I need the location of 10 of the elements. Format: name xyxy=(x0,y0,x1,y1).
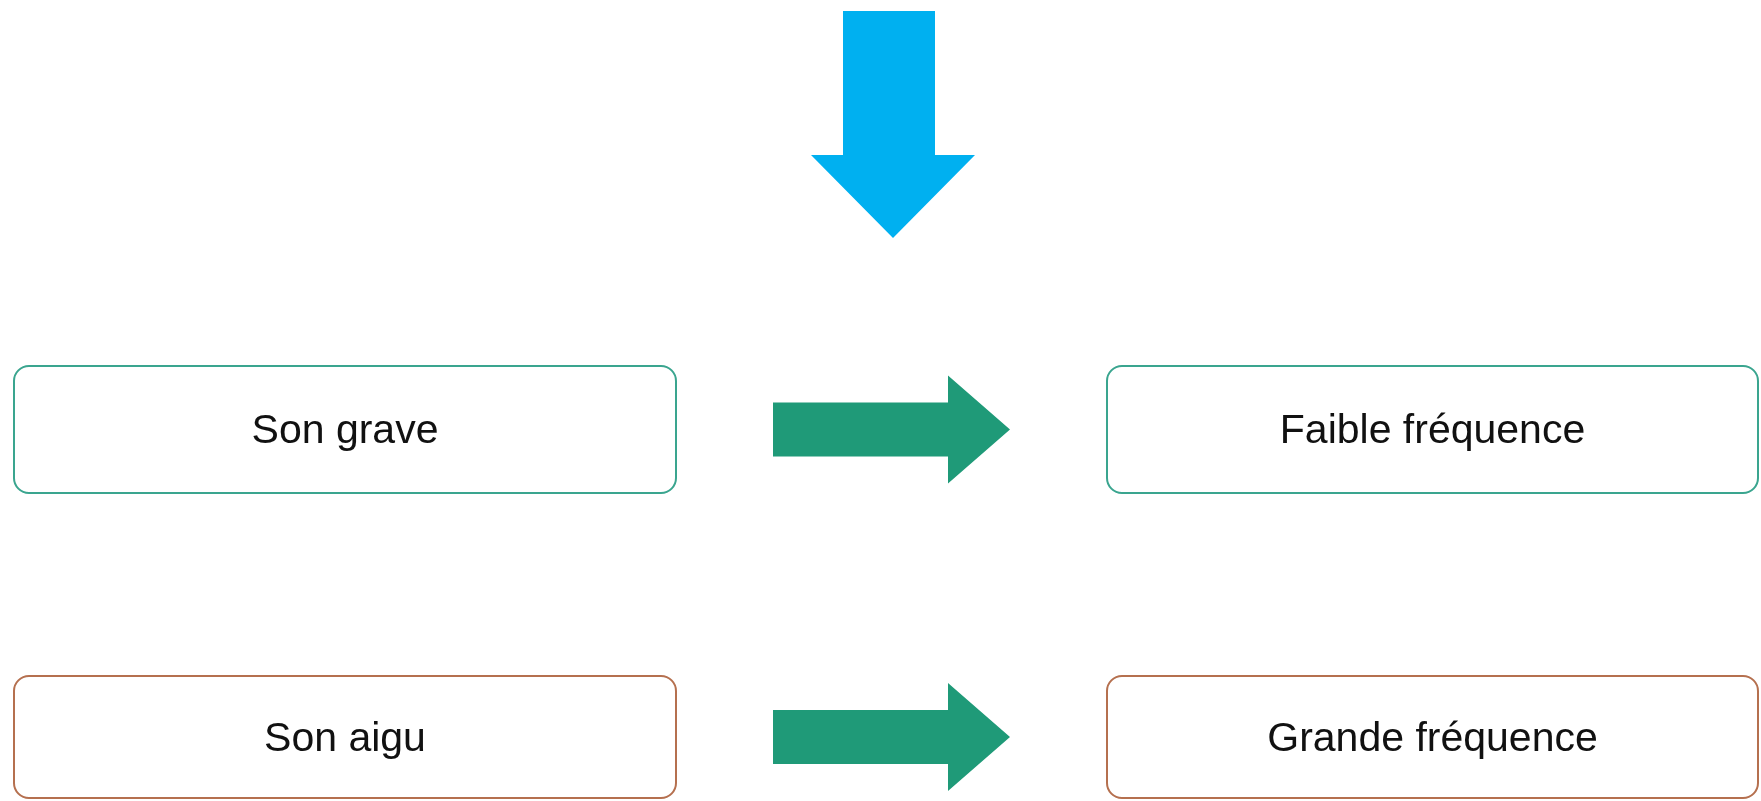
box-label: Son aigu xyxy=(264,713,426,761)
block-arrow xyxy=(773,375,1010,484)
text-box xyxy=(1106,365,1759,494)
text-box xyxy=(1106,675,1759,799)
text-box xyxy=(13,675,677,799)
box-label: Grande fréquence xyxy=(1267,713,1598,761)
box-label: Son grave xyxy=(251,406,439,453)
text-box xyxy=(13,365,677,494)
box-label: Faible fréquence xyxy=(1279,406,1586,453)
block-arrow xyxy=(773,683,1010,791)
